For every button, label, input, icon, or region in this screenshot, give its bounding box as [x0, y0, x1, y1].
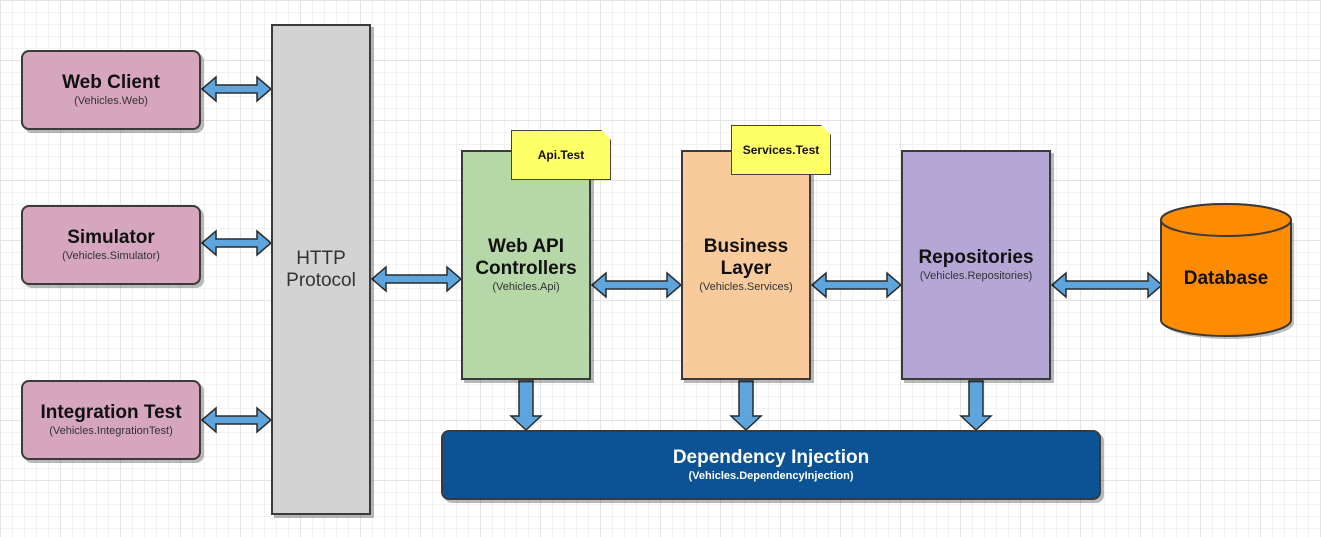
- repositories-project: (Vehicles.Repositories): [919, 270, 1033, 282]
- services-test-note-label: Services.Test: [742, 143, 820, 157]
- web-api-controllers-box: Web API Controllers (Vehicles.Api): [461, 150, 591, 380]
- dependency-injection-title: Dependency Injection: [672, 447, 870, 468]
- simulator-box: Simulator (Vehicles.Simulator): [21, 205, 201, 285]
- web-client-title: Web Client: [62, 72, 160, 93]
- integration-test-box: Integration Test (Vehicles.IntegrationTe…: [21, 380, 201, 460]
- arrow-http-api: [370, 265, 463, 293]
- http-protocol-label-line1: HTTP: [296, 247, 346, 269]
- arrow-repositories-database: [1050, 271, 1164, 299]
- arrow-business-repositories: [810, 271, 903, 299]
- web-api-project: (Vehicles.Api): [492, 281, 560, 293]
- web-api-title-line1: Web API: [487, 236, 564, 257]
- http-protocol-box: HTTP Protocol: [271, 24, 371, 515]
- business-layer-title-line1: Business: [703, 236, 789, 257]
- simulator-project: (Vehicles.Simulator): [62, 250, 160, 262]
- arrow-integrationtest-http: [200, 406, 273, 434]
- integration-test-project: (Vehicles.IntegrationTest): [49, 425, 173, 437]
- arrow-webclient-http: [200, 75, 273, 103]
- simulator-title: Simulator: [67, 227, 155, 248]
- arrow-api-di: [509, 380, 543, 432]
- repositories-box: Repositories (Vehicles.Repositories): [901, 150, 1051, 380]
- dependency-injection-project: (Vehicles.DependencyInjection): [688, 470, 854, 482]
- arrow-repositories-di: [959, 380, 993, 432]
- repositories-title: Repositories: [918, 247, 1034, 268]
- arrow-simulator-http: [200, 229, 273, 257]
- database-cylinder: [1160, 203, 1294, 339]
- web-client-box: Web Client (Vehicles.Web): [21, 50, 201, 130]
- business-layer-title-line2: Layer: [720, 258, 772, 279]
- arrow-api-business: [590, 271, 683, 299]
- web-client-project: (Vehicles.Web): [74, 95, 148, 107]
- api-test-note-label: Api.Test: [537, 148, 585, 162]
- api-test-note: Api.Test: [511, 130, 611, 180]
- business-layer-box: Business Layer (Vehicles.Services): [681, 150, 811, 380]
- integration-test-title: Integration Test: [40, 402, 182, 423]
- database-label: Database: [1183, 268, 1269, 289]
- web-api-title-line2: Controllers: [475, 258, 577, 279]
- dependency-injection-box: Dependency Injection (Vehicles.Dependenc…: [441, 430, 1101, 500]
- services-test-note: Services.Test: [731, 125, 831, 175]
- arrow-business-di: [729, 380, 763, 432]
- business-layer-project: (Vehicles.Services): [699, 281, 793, 293]
- http-protocol-label-line2: Protocol: [286, 269, 356, 291]
